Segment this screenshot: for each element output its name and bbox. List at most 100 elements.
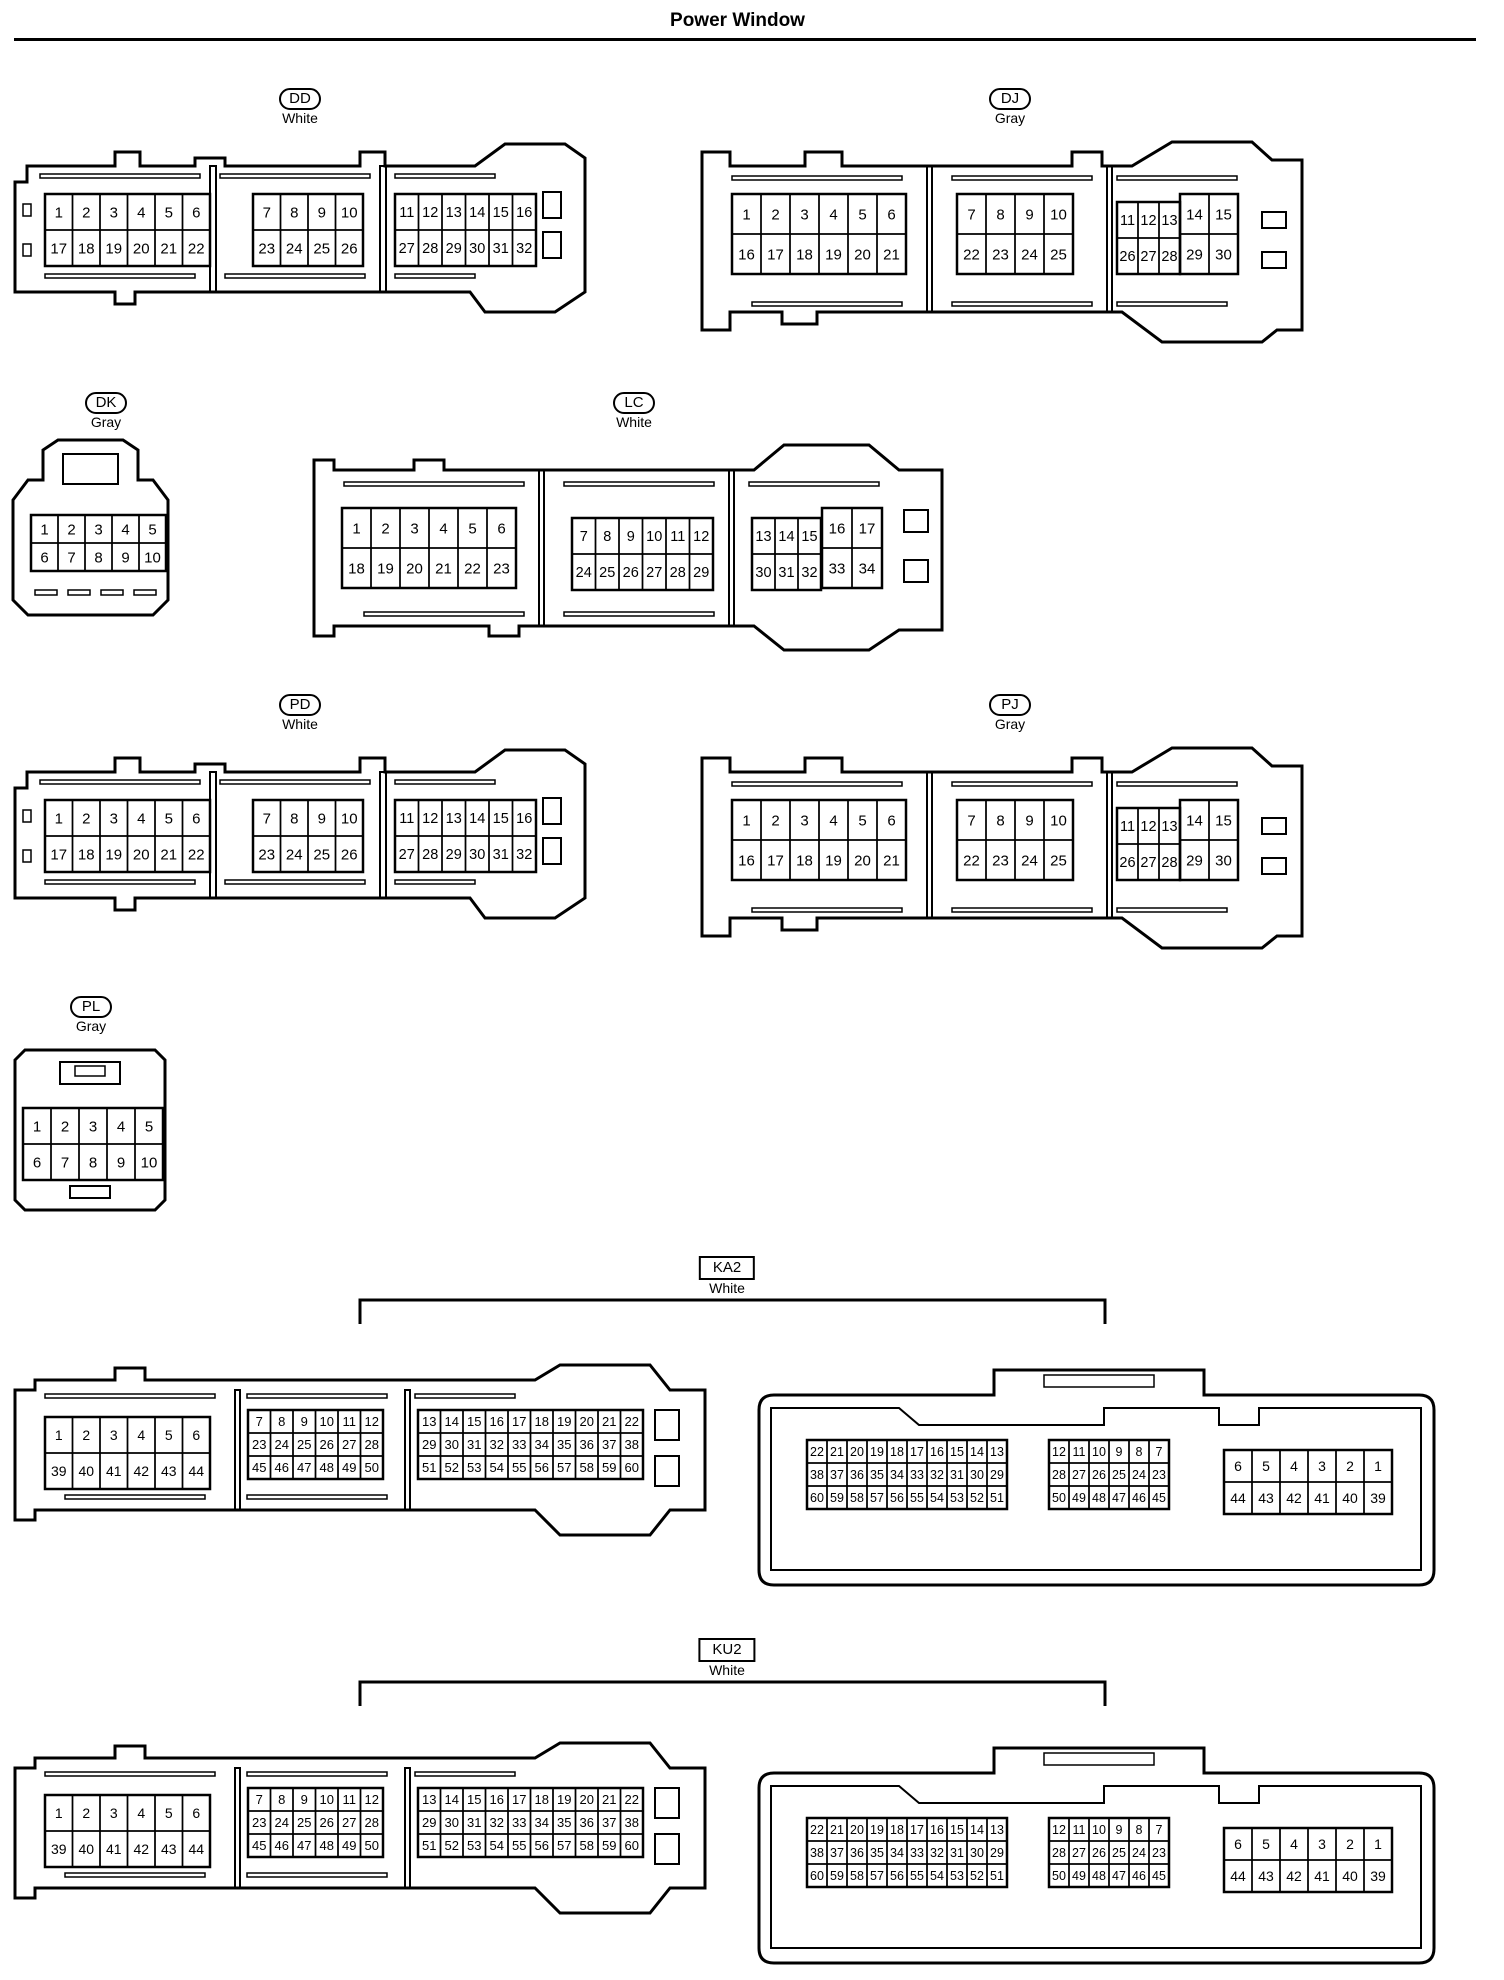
pin-number: 11 [399, 811, 414, 827]
pin-number: 50 [365, 1460, 379, 1475]
pin-number: 9 [1025, 206, 1033, 223]
pin-number: 60 [625, 1460, 639, 1475]
section-wall [234, 1767, 241, 1889]
latch-rail [44, 1771, 216, 1777]
pin-number: 29 [693, 565, 709, 581]
pin-number: 12 [422, 205, 438, 221]
pin-number: 12 [1140, 213, 1156, 229]
pin-number: 41 [1314, 1868, 1330, 1884]
pin-number: 4 [829, 206, 837, 223]
housing-outline [757, 1746, 1436, 1965]
pin-number: 2 [82, 204, 90, 221]
pin-number: 37 [830, 1846, 844, 1860]
pin-number: 14 [469, 811, 485, 827]
latch-rail [219, 779, 371, 785]
pin-number: 44 [1230, 1490, 1246, 1506]
pin-number: 24 [576, 565, 592, 581]
connector-color: White [282, 716, 318, 732]
pin-number: 5 [165, 204, 173, 221]
latch-rail [951, 175, 1093, 181]
pin-number: 31 [467, 1437, 481, 1452]
pin-number: 35 [557, 1815, 571, 1830]
pin-number: 50 [1052, 1869, 1066, 1883]
pin-number: 52 [445, 1838, 459, 1853]
pin-number: 6 [33, 1154, 41, 1171]
pin-number: 27 [399, 241, 415, 257]
pin-number: 28 [365, 1815, 379, 1830]
pin-number: 25 [297, 1815, 311, 1830]
pin-number: 32 [930, 1846, 944, 1860]
section-wall [404, 1389, 411, 1511]
latch [59, 1061, 121, 1085]
pin-number: 28 [1052, 1468, 1066, 1482]
pin-number: 22 [464, 560, 481, 577]
pin-number: 17 [910, 1445, 924, 1459]
pin-number: 56 [890, 1869, 904, 1883]
latch-rail [44, 273, 196, 279]
connector-color: Gray [90, 414, 122, 430]
pin-number: 34 [890, 1468, 904, 1482]
pin-number: 3 [1318, 1836, 1326, 1852]
pin-number: 29 [446, 847, 462, 863]
pin-number: 22 [963, 246, 980, 263]
pin-number: 9 [1116, 1445, 1123, 1459]
latch-rail [394, 879, 476, 885]
pin-number: 29 [422, 1437, 436, 1452]
pin-number: 3 [110, 204, 118, 221]
pin-number: 39 [1370, 1490, 1386, 1506]
inner-wall [770, 1785, 1422, 1949]
connector-id: PJ [989, 694, 1031, 716]
pin-number: 10 [1050, 812, 1067, 829]
pin-number: 28 [1161, 249, 1177, 265]
page-title: Power Window [670, 10, 805, 31]
pin-number: 49 [1072, 1869, 1086, 1883]
pin-number: 9 [318, 810, 326, 827]
pin-number: 18 [348, 560, 365, 577]
pin-number: 4 [137, 204, 145, 221]
pin-number: 3 [800, 206, 808, 223]
section-wall [926, 165, 933, 313]
pin-number: 36 [850, 1468, 864, 1482]
pin-number: 23 [258, 846, 275, 863]
lock-tab [1261, 857, 1287, 875]
latch-rail [951, 781, 1093, 787]
latch-rail [751, 301, 903, 307]
pin-number: 25 [1050, 852, 1067, 869]
pin-number: 32 [516, 847, 532, 863]
pin-number: 29 [422, 1815, 436, 1830]
lock-tab [542, 231, 562, 259]
pin-number: 2 [771, 206, 779, 223]
pin-number: 52 [445, 1460, 459, 1475]
pin-number: 48 [320, 1460, 334, 1475]
pin-number: 8 [94, 549, 102, 566]
pin-number: 24 [275, 1437, 289, 1452]
pin-number: 27 [1140, 855, 1156, 871]
pin-number: 21 [602, 1792, 616, 1807]
connector-id: LC [613, 392, 655, 414]
pin-number: 38 [810, 1846, 824, 1860]
pin-number: 36 [580, 1437, 594, 1452]
latch-rail [394, 779, 496, 785]
pin-number: 45 [252, 1460, 266, 1475]
pin-number: 34 [535, 1815, 549, 1830]
pin-number: 51 [990, 1869, 1004, 1883]
pin-number: 22 [625, 1414, 639, 1429]
pin-cell [181, 1830, 211, 1868]
latch-rail [246, 1494, 388, 1500]
pin-cell [1148, 1863, 1170, 1888]
pin-number: 16 [516, 811, 532, 827]
pin-number: 7 [263, 204, 271, 221]
pin-number: 55 [910, 1869, 924, 1883]
pin-number: 14 [970, 1823, 984, 1837]
pin-number: 18 [890, 1823, 904, 1837]
pin-cell [1208, 233, 1239, 275]
pin-number: 25 [599, 565, 615, 581]
pin-cell [1148, 1485, 1170, 1510]
